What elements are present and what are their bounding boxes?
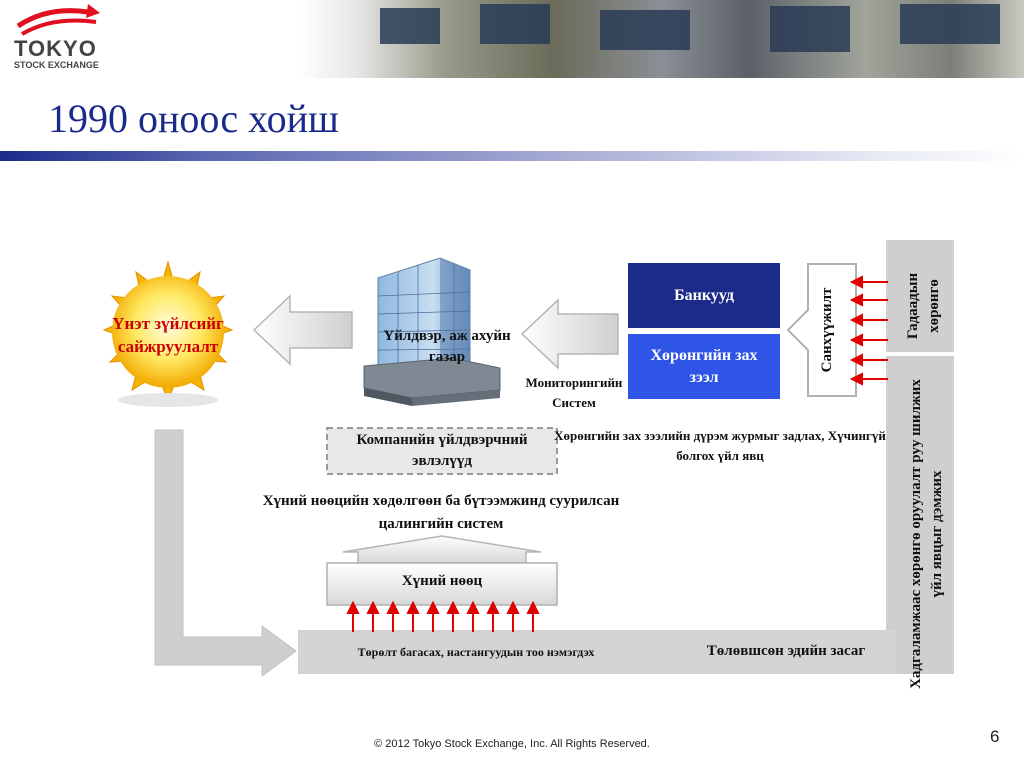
sun-icon (102, 260, 234, 407)
banner-screen (600, 10, 690, 50)
banks-label: Банкууд (674, 286, 734, 304)
banner-screen (380, 8, 440, 44)
inflow-arrows-icon (849, 275, 888, 386)
banner-screen (770, 6, 850, 52)
banks-box (628, 263, 780, 328)
logo-name: TOKYO (14, 36, 97, 61)
capital-market-box (628, 334, 780, 399)
bottom-bar (298, 630, 888, 674)
foreign-capital-box (886, 240, 954, 352)
financing-label: Санхүүжилт (819, 287, 835, 373)
sun-label: Үнэт зүйлсийг сайжруулалт (112, 314, 224, 356)
tse-logo-icon (16, 4, 100, 36)
upward-arrows-icon (346, 600, 540, 632)
foreign-capital-label: Гадаадын хөрөнгө (905, 272, 942, 340)
building-icon (363, 257, 501, 406)
arrow-up-icon (342, 535, 542, 564)
page-number: 6 (990, 727, 1000, 746)
savings-side-bar (886, 356, 954, 674)
arrow-left-icon (520, 298, 619, 370)
savings-investment-label: Хадгаламжаас хөрөнгө оруулалт руу шилжих… (908, 379, 945, 689)
monitoring-label: Мониторингийн Систем (525, 375, 623, 410)
company-label: Компанийн үйлдвэрчний эвлэлүүд (356, 432, 528, 469)
header-photo-banner (300, 0, 1024, 78)
copyright: © 2012 Tokyo Stock Exchange, Inc. All Ri… (374, 738, 650, 750)
arrow-left-icon (252, 294, 353, 366)
banner-screen (900, 4, 1000, 44)
bottom-right-label: Төлөвшсөн эдийн засаг (706, 643, 866, 659)
human-resource-label: Хүний нөөц (401, 573, 483, 589)
logo-subtitle: STOCK EXCHANGE (14, 60, 99, 70)
page-title: 1990 оноос хойш (48, 96, 339, 141)
banner-screen (480, 4, 550, 44)
title-underline (0, 151, 1024, 161)
company-box (326, 427, 558, 475)
human-resource-box (326, 562, 558, 606)
hr-label: Хүний нөөцийн хөдөлгөөн ба бүтээмжинд су… (262, 493, 620, 532)
bottom-left-label: Төрөлт багасах, настангуудын тоо нэмэгдэ… (357, 645, 595, 659)
capital-market-label: Хөрөнгийн зах зээл (650, 346, 758, 386)
building-label: Үйлдвэр, аж ахуйн газар (383, 328, 511, 365)
l-arrow-icon (154, 429, 297, 677)
market-rules-label: Хөрөнгийн зах зээлийн дүрэм журмыг задла… (554, 428, 886, 463)
financing-box (786, 263, 857, 397)
